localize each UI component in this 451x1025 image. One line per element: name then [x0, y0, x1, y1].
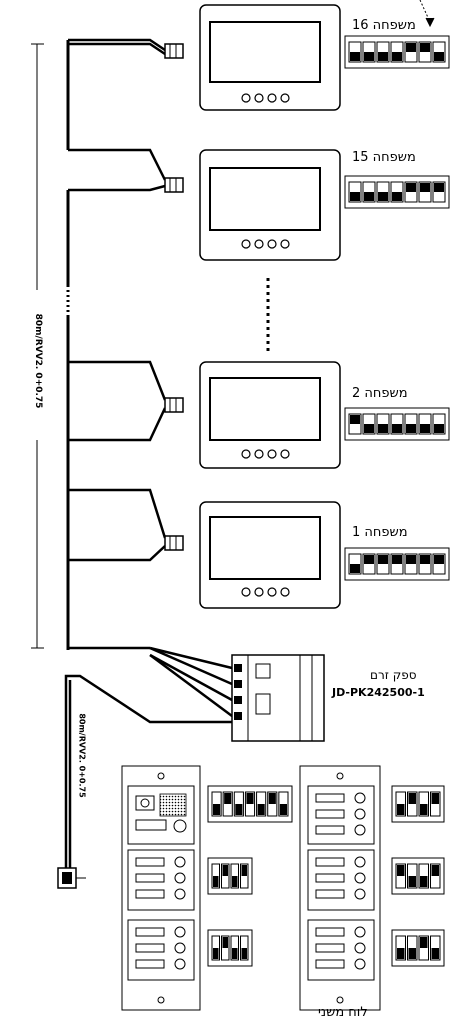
connectors: [164, 43, 184, 551]
family-label-15: משפחה 15: [352, 150, 416, 165]
monitor-15: [199, 149, 341, 261]
dip-knob: [224, 793, 232, 804]
branch-cables: [64, 38, 233, 870]
dip-knob: [392, 555, 402, 564]
family-label-2: משפחה 2: [352, 386, 408, 401]
dip-knob: [431, 948, 439, 959]
dip-knob: [235, 804, 243, 815]
dip-knob: [222, 937, 228, 948]
family-label-1: משפחה 1: [352, 525, 408, 540]
dip-knob: [397, 865, 405, 876]
dip-knob: [420, 876, 428, 887]
dip-knob: [241, 865, 247, 876]
power-supply: [231, 654, 325, 742]
dip-knob: [420, 43, 430, 52]
dip-knob: [232, 876, 238, 887]
dip-knob: [364, 555, 374, 564]
door-station: [121, 765, 201, 1011]
dip-knob: [406, 43, 416, 52]
dip-knob: [350, 564, 360, 573]
monitor-16: [199, 4, 341, 111]
dip-knob: [431, 793, 439, 804]
dip-knob: [392, 52, 402, 61]
dip-knob: [408, 793, 416, 804]
second-panel-label: לוח משני: [318, 1005, 368, 1020]
monitor-2: [199, 361, 341, 469]
dip-knob: [420, 183, 430, 192]
dip-knob: [406, 424, 416, 433]
dip-knob: [222, 865, 228, 876]
cable-door-label: 80m/RVV2. 0+0.75: [77, 713, 87, 798]
dip-block-15: [344, 175, 450, 209]
dip-knob: [364, 424, 374, 433]
dip-knob: [434, 424, 444, 433]
dip-knob: [268, 793, 276, 804]
dip-knob: [364, 192, 374, 201]
dip-knob: [420, 804, 428, 815]
dip-knob: [434, 183, 444, 192]
dip-knob: [378, 555, 388, 564]
dip-knob: [279, 804, 287, 815]
dip-knob: [213, 948, 219, 959]
power-supply-label: ספק זרם: [370, 668, 417, 682]
dip-knob: [406, 183, 416, 192]
second-panel: [299, 765, 381, 1011]
dip-knob: [431, 865, 439, 876]
cable-main-label: 80m/RVV2. 0+0.75: [33, 313, 43, 409]
dip-knob: [434, 555, 444, 564]
dip-knob: [232, 948, 238, 959]
dip-block-panel-main-2: [207, 857, 253, 895]
dip-knob: [213, 804, 221, 815]
dip-knob: [378, 192, 388, 201]
dip-knob: [434, 52, 444, 61]
dip-switches-monitors: [344, 35, 450, 581]
dip-knob: [213, 876, 219, 887]
dip-knob: [246, 793, 254, 804]
dip-knob: [378, 52, 388, 61]
monitor-1: [199, 501, 341, 609]
dip-knob: [397, 804, 405, 815]
dip-knob: [378, 424, 388, 433]
dip-knob: [420, 424, 430, 433]
door-connector: [57, 867, 86, 889]
dip-knob: [408, 948, 416, 959]
arrow-indicator: [419, 0, 435, 28]
dip-knob: [420, 555, 430, 564]
dip-knob: [350, 52, 360, 61]
power-supply-model: JD-PK242500-1: [332, 686, 425, 699]
dip-block-16: [344, 35, 450, 69]
dip-knob: [257, 804, 265, 815]
dip-knob: [397, 948, 405, 959]
dip-block-panel-second-2: [391, 857, 445, 895]
dip-knob: [241, 948, 247, 959]
dip-switches-panels: [207, 785, 445, 967]
dip-knob: [406, 555, 416, 564]
dip-knob: [392, 424, 402, 433]
dip-block-panel-main-1: [207, 785, 293, 823]
dip-block-panel-main-3: [207, 929, 253, 967]
dip-knob: [350, 192, 360, 201]
dip-knob: [408, 876, 416, 887]
dip-block-2: [344, 407, 450, 441]
dip-block-panel-second-1: [391, 785, 445, 823]
connector-pins: [169, 44, 177, 550]
family-label-16: משפחה 16: [352, 18, 416, 33]
dip-knob: [364, 52, 374, 61]
dip-block-1: [344, 547, 450, 581]
dip-knob: [420, 937, 428, 948]
dip-knob: [392, 192, 402, 201]
dip-block-panel-second-3: [391, 929, 445, 967]
dip-knob: [350, 415, 360, 424]
